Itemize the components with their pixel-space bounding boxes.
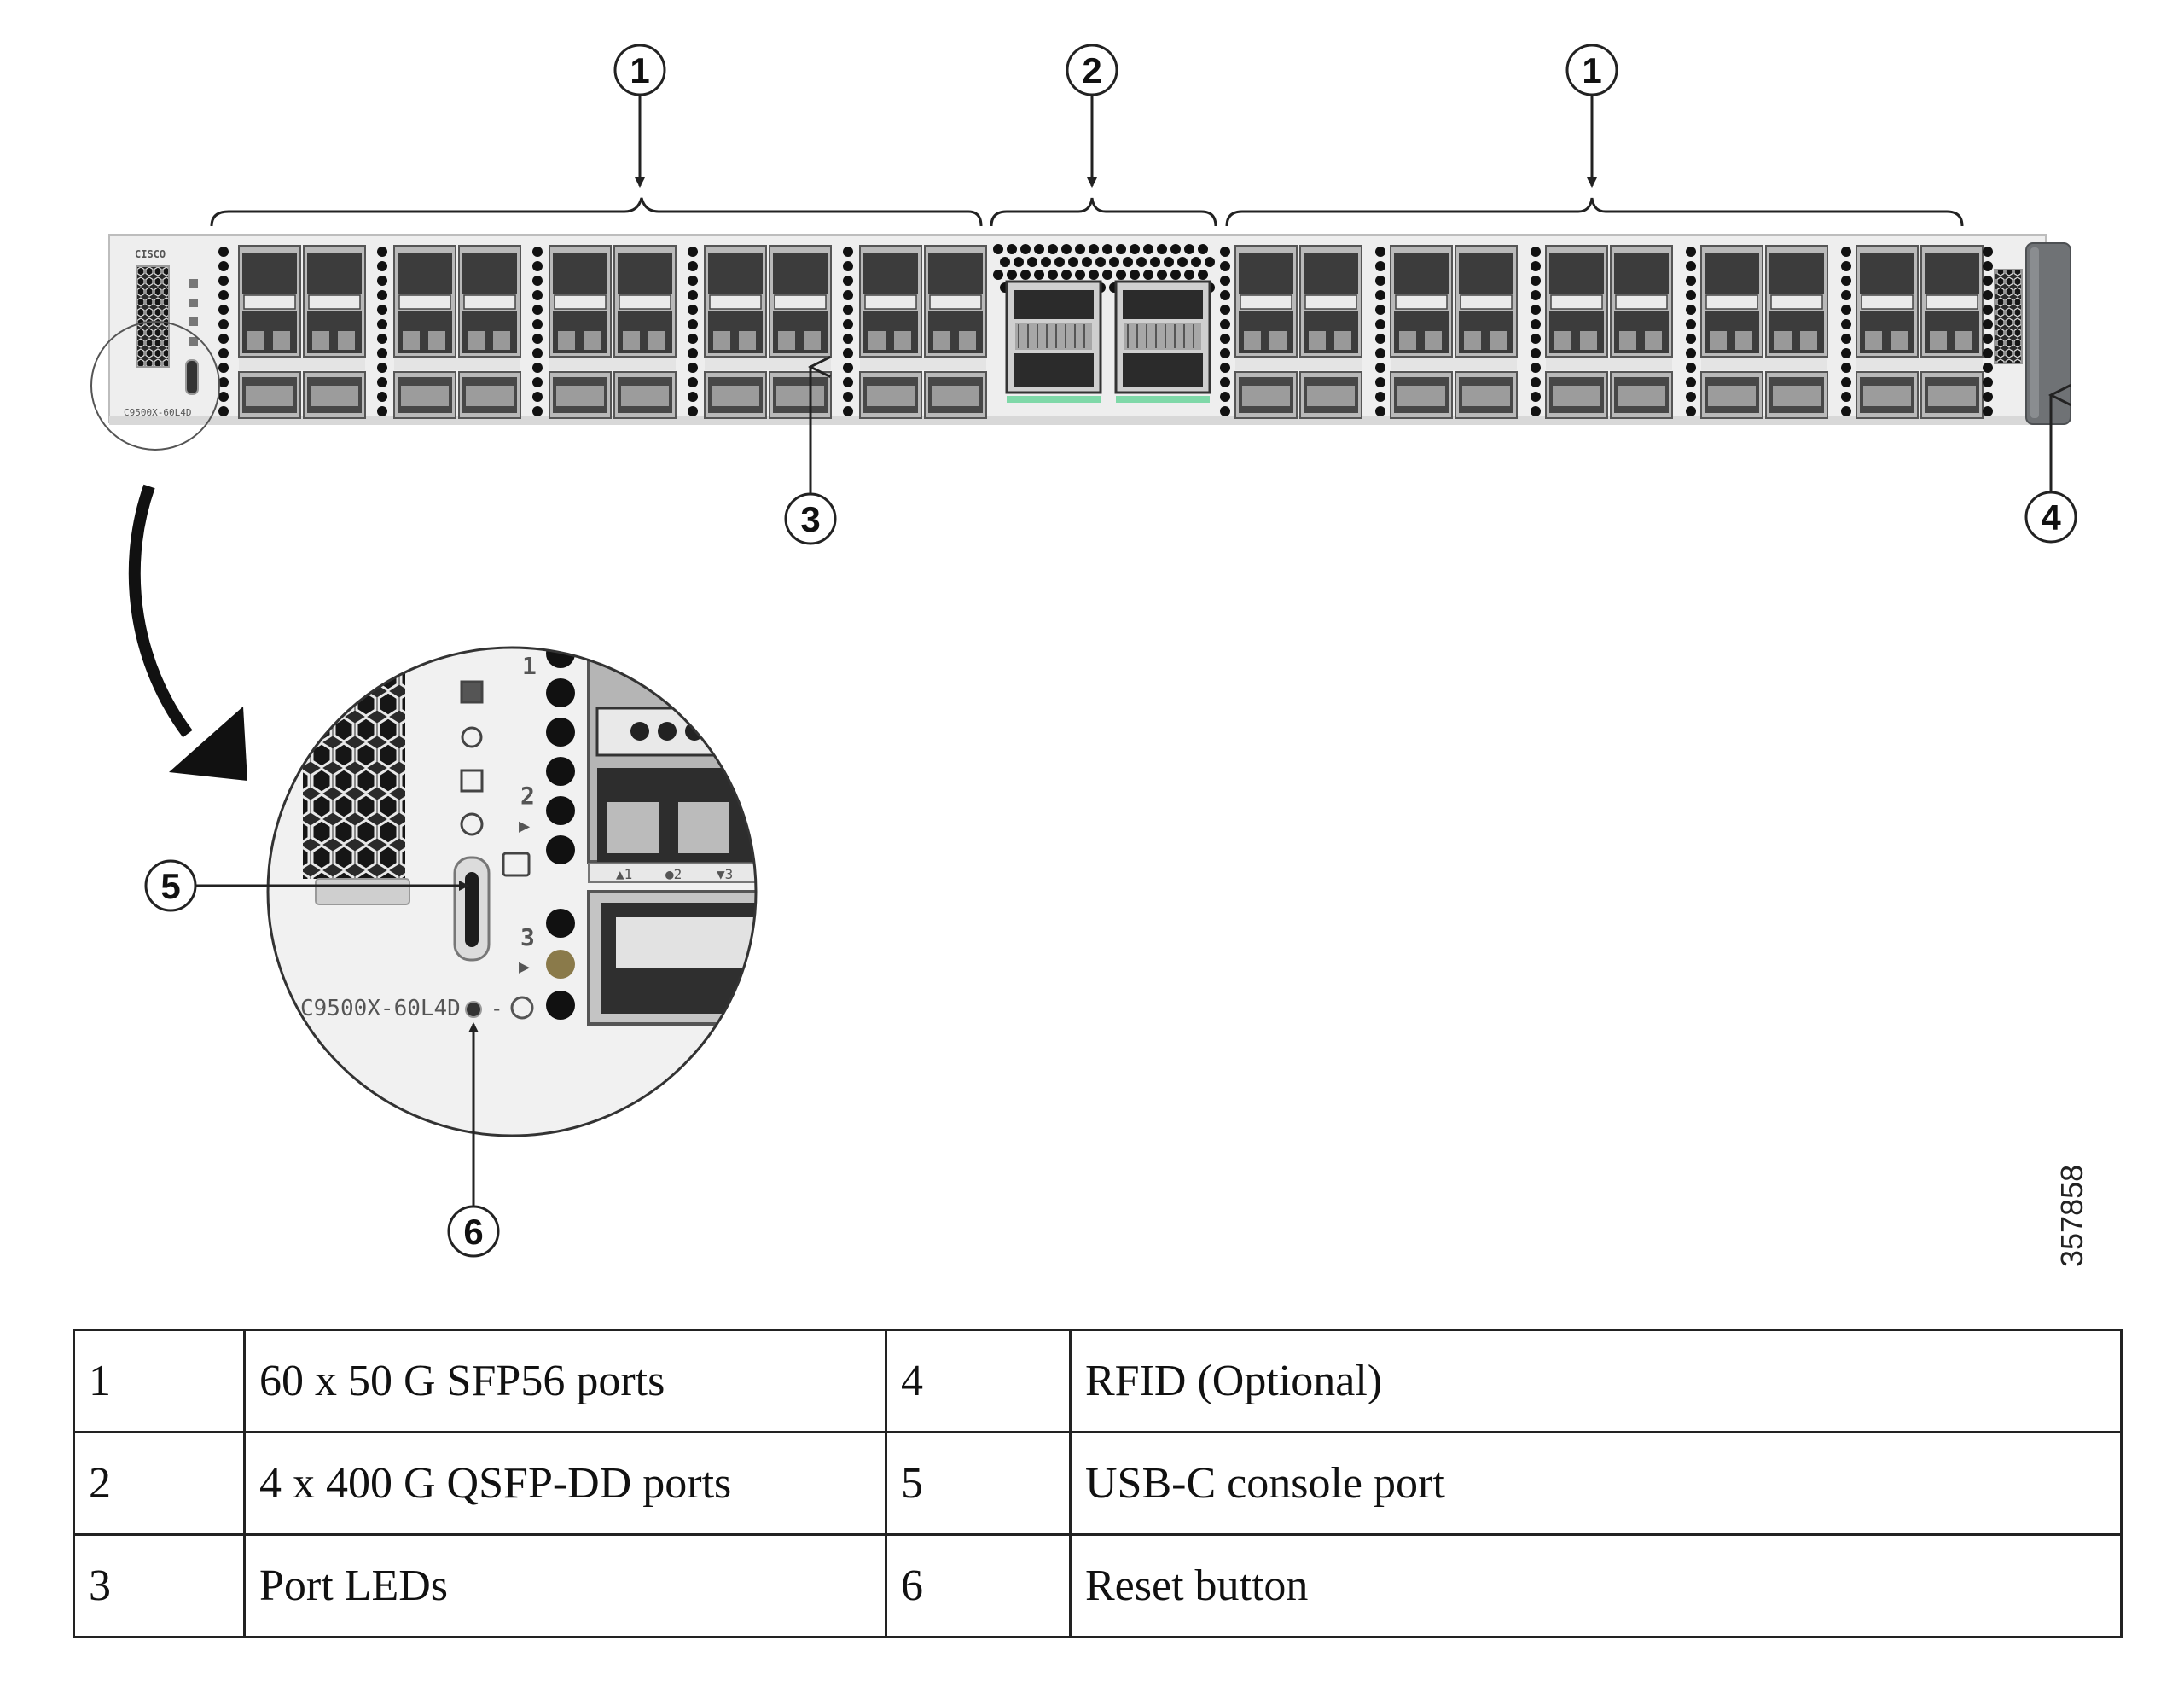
- legend-number: 2: [73, 1431, 246, 1536]
- beacon-led-icon: [461, 726, 483, 748]
- sfp56-port-block: [1390, 245, 1518, 419]
- fan-led-icon: [460, 812, 484, 836]
- zoom-detail: C9500X-60L4D - 1 2 ▶ 3 ▶: [266, 646, 758, 1137]
- legend-number: 5: [885, 1431, 1072, 1536]
- system-led-icon: [460, 680, 484, 704]
- callout-1-left: 1: [613, 44, 666, 188]
- legend-description: USB-C console port: [1069, 1431, 2123, 1536]
- callout-1-right: 1: [1565, 44, 1618, 188]
- sfp56-port-block: [393, 245, 521, 419]
- vendor-logo: CISCO: [135, 248, 166, 260]
- sfp56-port-block: [1545, 245, 1673, 419]
- sfp56-port-block: [238, 245, 366, 419]
- model-label-small: C9500X-60L4D: [124, 407, 191, 418]
- legend-description: 4 x 400 G QSFP-DD ports: [243, 1431, 887, 1536]
- group-brackets: [210, 197, 1964, 227]
- legend-description: 60 x 50 G SFP56 ports: [243, 1329, 887, 1433]
- legend-description: RFID (Optional): [1069, 1329, 2123, 1433]
- zoom-led-label-1: ▲1: [616, 866, 632, 882]
- legend-number: 1: [73, 1329, 246, 1433]
- sfp56-port-groups: [238, 245, 1984, 419]
- svg-text:5: 5: [160, 866, 180, 906]
- legend-number: 4: [885, 1329, 1072, 1433]
- sfp56-port-block: [549, 245, 677, 419]
- reset-icon: [510, 996, 534, 1020]
- right-vent: [1994, 269, 2023, 364]
- zoom-hex-vent: [303, 648, 405, 879]
- zoom-status-icons: [460, 680, 531, 877]
- callout-4: 4: [2024, 395, 2077, 544]
- callout-5: 5: [144, 859, 469, 912]
- svg-text:▶: ▶: [519, 957, 531, 978]
- svg-text:1: 1: [630, 50, 649, 90]
- console-led-icon: [502, 852, 531, 877]
- left-vent: [136, 265, 170, 368]
- svg-text:▶: ▶: [519, 816, 531, 837]
- zoom-row-label-1: 1: [522, 652, 537, 680]
- sfp56-port-block: [1700, 245, 1828, 419]
- port-led-columns: [218, 247, 1993, 416]
- legend-number: 6: [885, 1533, 1072, 1638]
- sfp56-port-block: [859, 245, 987, 419]
- usb-c-port-small: [185, 359, 199, 395]
- reset-button: [465, 1001, 482, 1018]
- zoom-led-label-3: ▼3: [717, 866, 733, 882]
- zoom-led-column: [546, 648, 575, 1020]
- callout-2: 2: [1066, 44, 1118, 188]
- legend-description: Reset button: [1069, 1533, 2123, 1638]
- figure-number: 357858: [2054, 1164, 2089, 1267]
- svg-text:1: 1: [1582, 50, 1601, 90]
- zoom-row-label-2: 2: [520, 782, 535, 810]
- power-led-icon: [460, 769, 484, 793]
- sfp56-port-block: [704, 245, 832, 419]
- svg-text:6: 6: [463, 1212, 483, 1252]
- zoom-model-label: C9500X-60L4D: [300, 996, 461, 1021]
- svg-text:4: 4: [2041, 497, 2061, 538]
- sfp56-port-block: [1856, 245, 1984, 419]
- svg-text:3: 3: [800, 499, 820, 539]
- qsfp-dd-port-group: [993, 244, 1215, 403]
- sfp56-port-block: [1234, 245, 1362, 419]
- callout-6: 6: [447, 1022, 500, 1258]
- zoom-arrow: [128, 484, 247, 781]
- svg-text:2: 2: [1082, 50, 1101, 90]
- svg-text:-: -: [491, 997, 502, 1021]
- zoom-row-label-3: 3: [520, 923, 535, 951]
- legend-description: Port LEDs: [243, 1533, 887, 1638]
- callout-3: 3: [784, 367, 837, 545]
- zoom-led-label-2: ●2: [665, 866, 682, 882]
- status-icons-small: [189, 279, 198, 346]
- zoom-source-circle: [90, 321, 220, 451]
- legend-number: 3: [73, 1533, 246, 1638]
